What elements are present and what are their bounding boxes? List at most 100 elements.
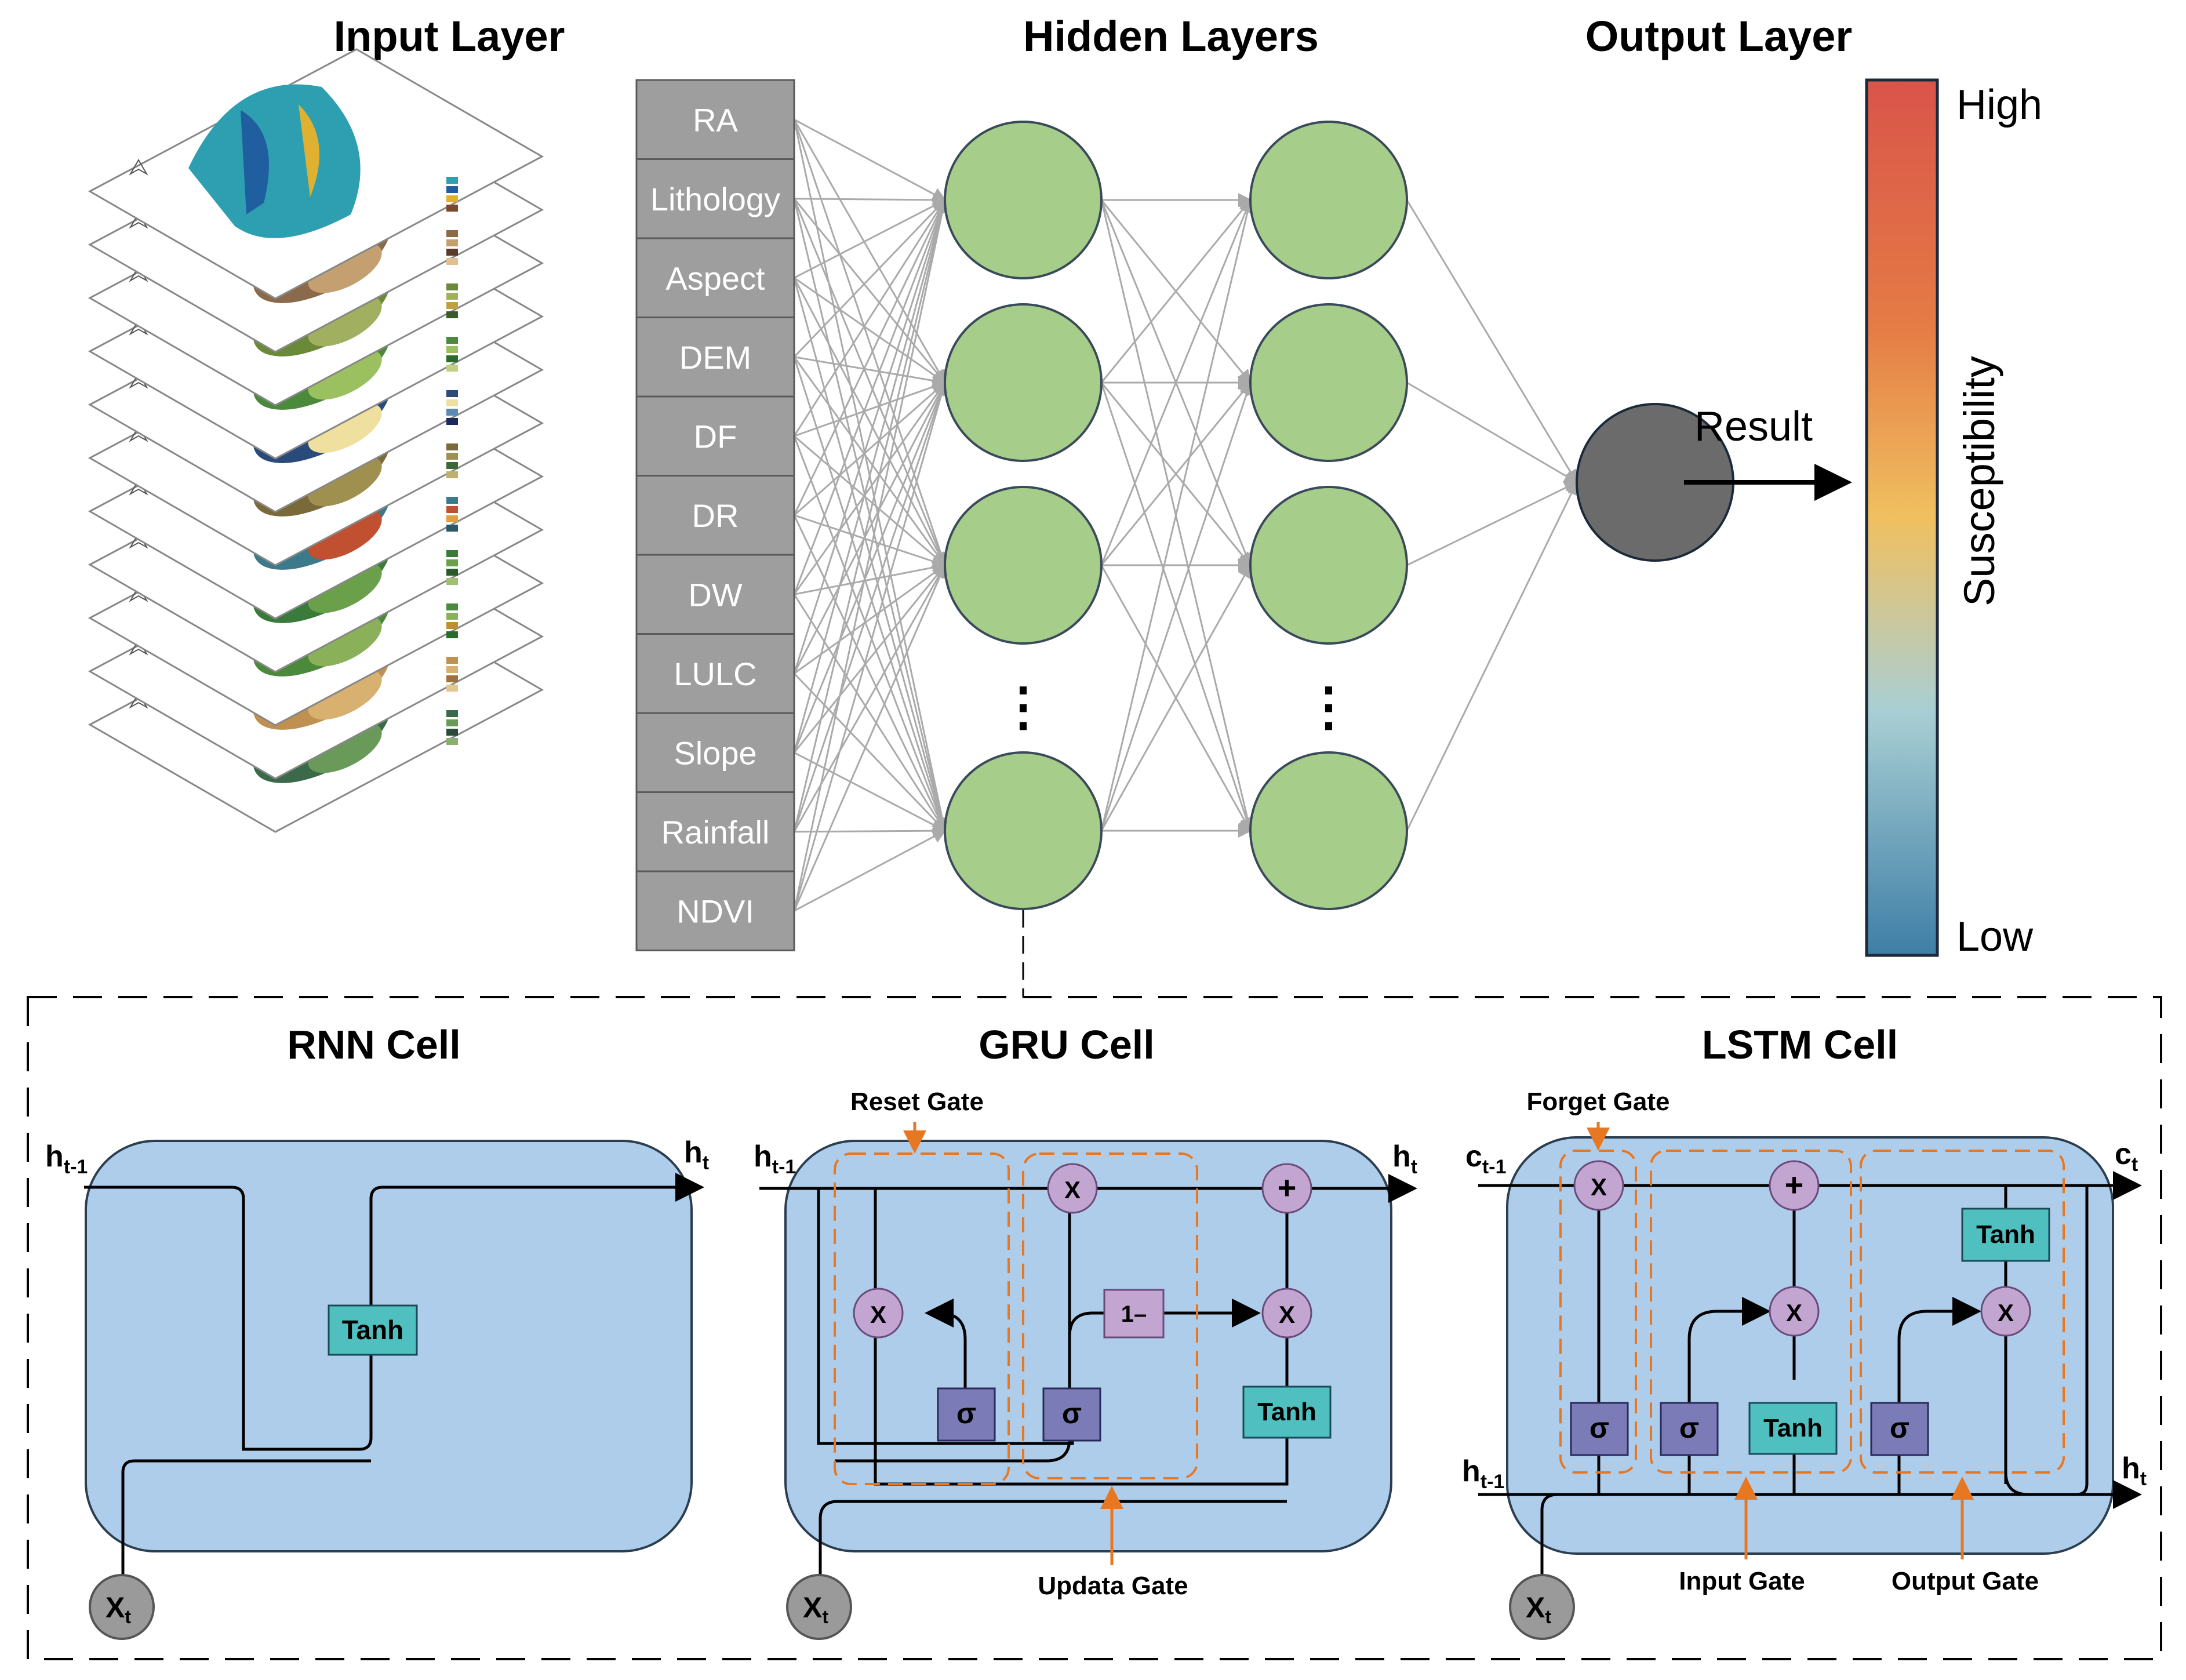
layer2-ellipsis: ⋮	[1303, 678, 1355, 736]
map-legend-swatch	[446, 666, 458, 673]
hidden-neurons	[944, 121, 1734, 910]
connection	[793, 381, 947, 753]
gru-one-minus-box	[1103, 1289, 1165, 1339]
rnn-x-sub: t	[125, 1606, 131, 1627]
connection	[1406, 481, 1578, 566]
connection	[1406, 481, 1578, 831]
map-region	[308, 616, 382, 667]
gru-sigma-reset	[937, 1387, 996, 1442]
gru-out-mul-label: X	[1279, 1301, 1295, 1328]
cells-frame	[27, 996, 2162, 1660]
gru-h-cur: ht	[1392, 1140, 1417, 1178]
rnn-x-main: X	[106, 1591, 125, 1624]
map-region	[308, 402, 382, 453]
map-legend-swatch	[446, 355, 458, 362]
connection	[793, 515, 946, 832]
gru-h-prev-main: h	[754, 1140, 772, 1173]
feature-box-aspect	[635, 237, 795, 318]
map-region	[308, 242, 382, 293]
lstm-tanh-cell-box	[1961, 1208, 2050, 1262]
map-legend-swatch	[446, 685, 458, 692]
map-legend-swatch	[446, 390, 458, 397]
rnn-h-prev-main: h	[45, 1140, 64, 1173]
rnn-x-input	[89, 1574, 155, 1640]
connection	[1100, 198, 1254, 831]
lstm-title: LSTM Cell	[1702, 1022, 1898, 1067]
connection	[1100, 198, 1252, 383]
feature-column: RALithologyAspectDEMDFDRDWLULCSlopeRainf…	[635, 79, 795, 951]
rnn-x-label: Xt	[106, 1591, 131, 1627]
lstm-x-sub: t	[1545, 1606, 1551, 1627]
connection	[793, 594, 946, 832]
connection	[794, 381, 947, 516]
lstm-input-mul	[1769, 1286, 1820, 1337]
connection	[793, 198, 950, 911]
feature-label: Lithology	[650, 181, 780, 217]
map-legend-swatch	[446, 249, 458, 256]
lstm-forget-mul-label: X	[1591, 1173, 1607, 1201]
lstm-input-gate-label: Input Gate	[1679, 1567, 1805, 1595]
lstm-sigma-forget	[1570, 1402, 1629, 1456]
rnn-h-cur-sub: t	[703, 1152, 709, 1174]
connection	[794, 824, 947, 838]
gru-h-cur-sub: t	[1411, 1156, 1417, 1178]
gru-reset-gate-label: Reset Gate	[850, 1088, 984, 1116]
connection	[794, 199, 947, 279]
connection	[793, 672, 947, 832]
map-legend-swatch	[446, 337, 458, 344]
gru-reset-mul	[853, 1288, 904, 1339]
lstm-c-cur-main: c	[2115, 1137, 2132, 1171]
map-legend-swatch	[446, 622, 458, 629]
map-legend-swatch	[446, 550, 458, 557]
map-legend-swatch	[446, 613, 458, 620]
lstm-output-mul	[1980, 1286, 2031, 1337]
map-legend-swatch	[446, 205, 458, 212]
lstm-c-prev: ct-1	[1465, 1140, 1506, 1178]
map-region	[308, 456, 382, 507]
connection	[793, 381, 948, 911]
lstm-c-prev-sub: t-1	[1482, 1156, 1507, 1178]
network-connections	[793, 118, 1578, 912]
map-legend-swatch	[446, 239, 458, 246]
gru-x-label: Xt	[803, 1591, 828, 1627]
connection	[794, 435, 947, 566]
map-region	[308, 509, 382, 560]
map-legend-swatch	[446, 195, 458, 202]
hidden1-neuron	[944, 121, 1103, 279]
feature-label: DF	[694, 418, 737, 454]
gru-sigma-update	[1042, 1387, 1101, 1442]
feature-box-dw	[635, 554, 795, 635]
map-legend-swatch	[446, 569, 458, 576]
hidden1-neuron	[944, 486, 1103, 645]
map-region	[299, 104, 319, 197]
connection	[793, 198, 949, 832]
connection	[794, 830, 947, 912]
gru-x-sub: t	[822, 1606, 828, 1627]
hidden1-neuron	[944, 303, 1103, 462]
lstm-h-cur-sub: t	[2140, 1468, 2147, 1490]
gru-update-mul-label: X	[1064, 1176, 1081, 1203]
connection	[793, 198, 947, 358]
connection	[794, 514, 947, 568]
connection	[1100, 198, 1253, 566]
gru-reset-mul-label: X	[870, 1301, 886, 1328]
map-region	[308, 562, 382, 613]
gru-tanh-label: Tanh	[1257, 1398, 1316, 1426]
map-region	[308, 349, 382, 400]
gru-sigma-update-label: σ	[1062, 1397, 1082, 1430]
lstm-tanh-input-label: Tanh	[1763, 1414, 1823, 1442]
map-legend-swatch	[446, 525, 458, 532]
lstm-h-cur-main: h	[2122, 1452, 2140, 1485]
feature-label: RA	[693, 101, 738, 138]
connection	[793, 198, 948, 674]
map-legend-swatch	[446, 719, 458, 726]
map-region	[308, 296, 382, 347]
lstm-c-cur: ct	[2115, 1137, 2138, 1176]
map-legend-swatch	[446, 497, 458, 504]
map-legend-swatch	[446, 710, 458, 717]
feature-label: DW	[688, 576, 742, 613]
connection	[793, 563, 946, 754]
connection	[793, 198, 947, 567]
map-legend-swatch	[446, 515, 458, 522]
connection	[794, 356, 947, 388]
